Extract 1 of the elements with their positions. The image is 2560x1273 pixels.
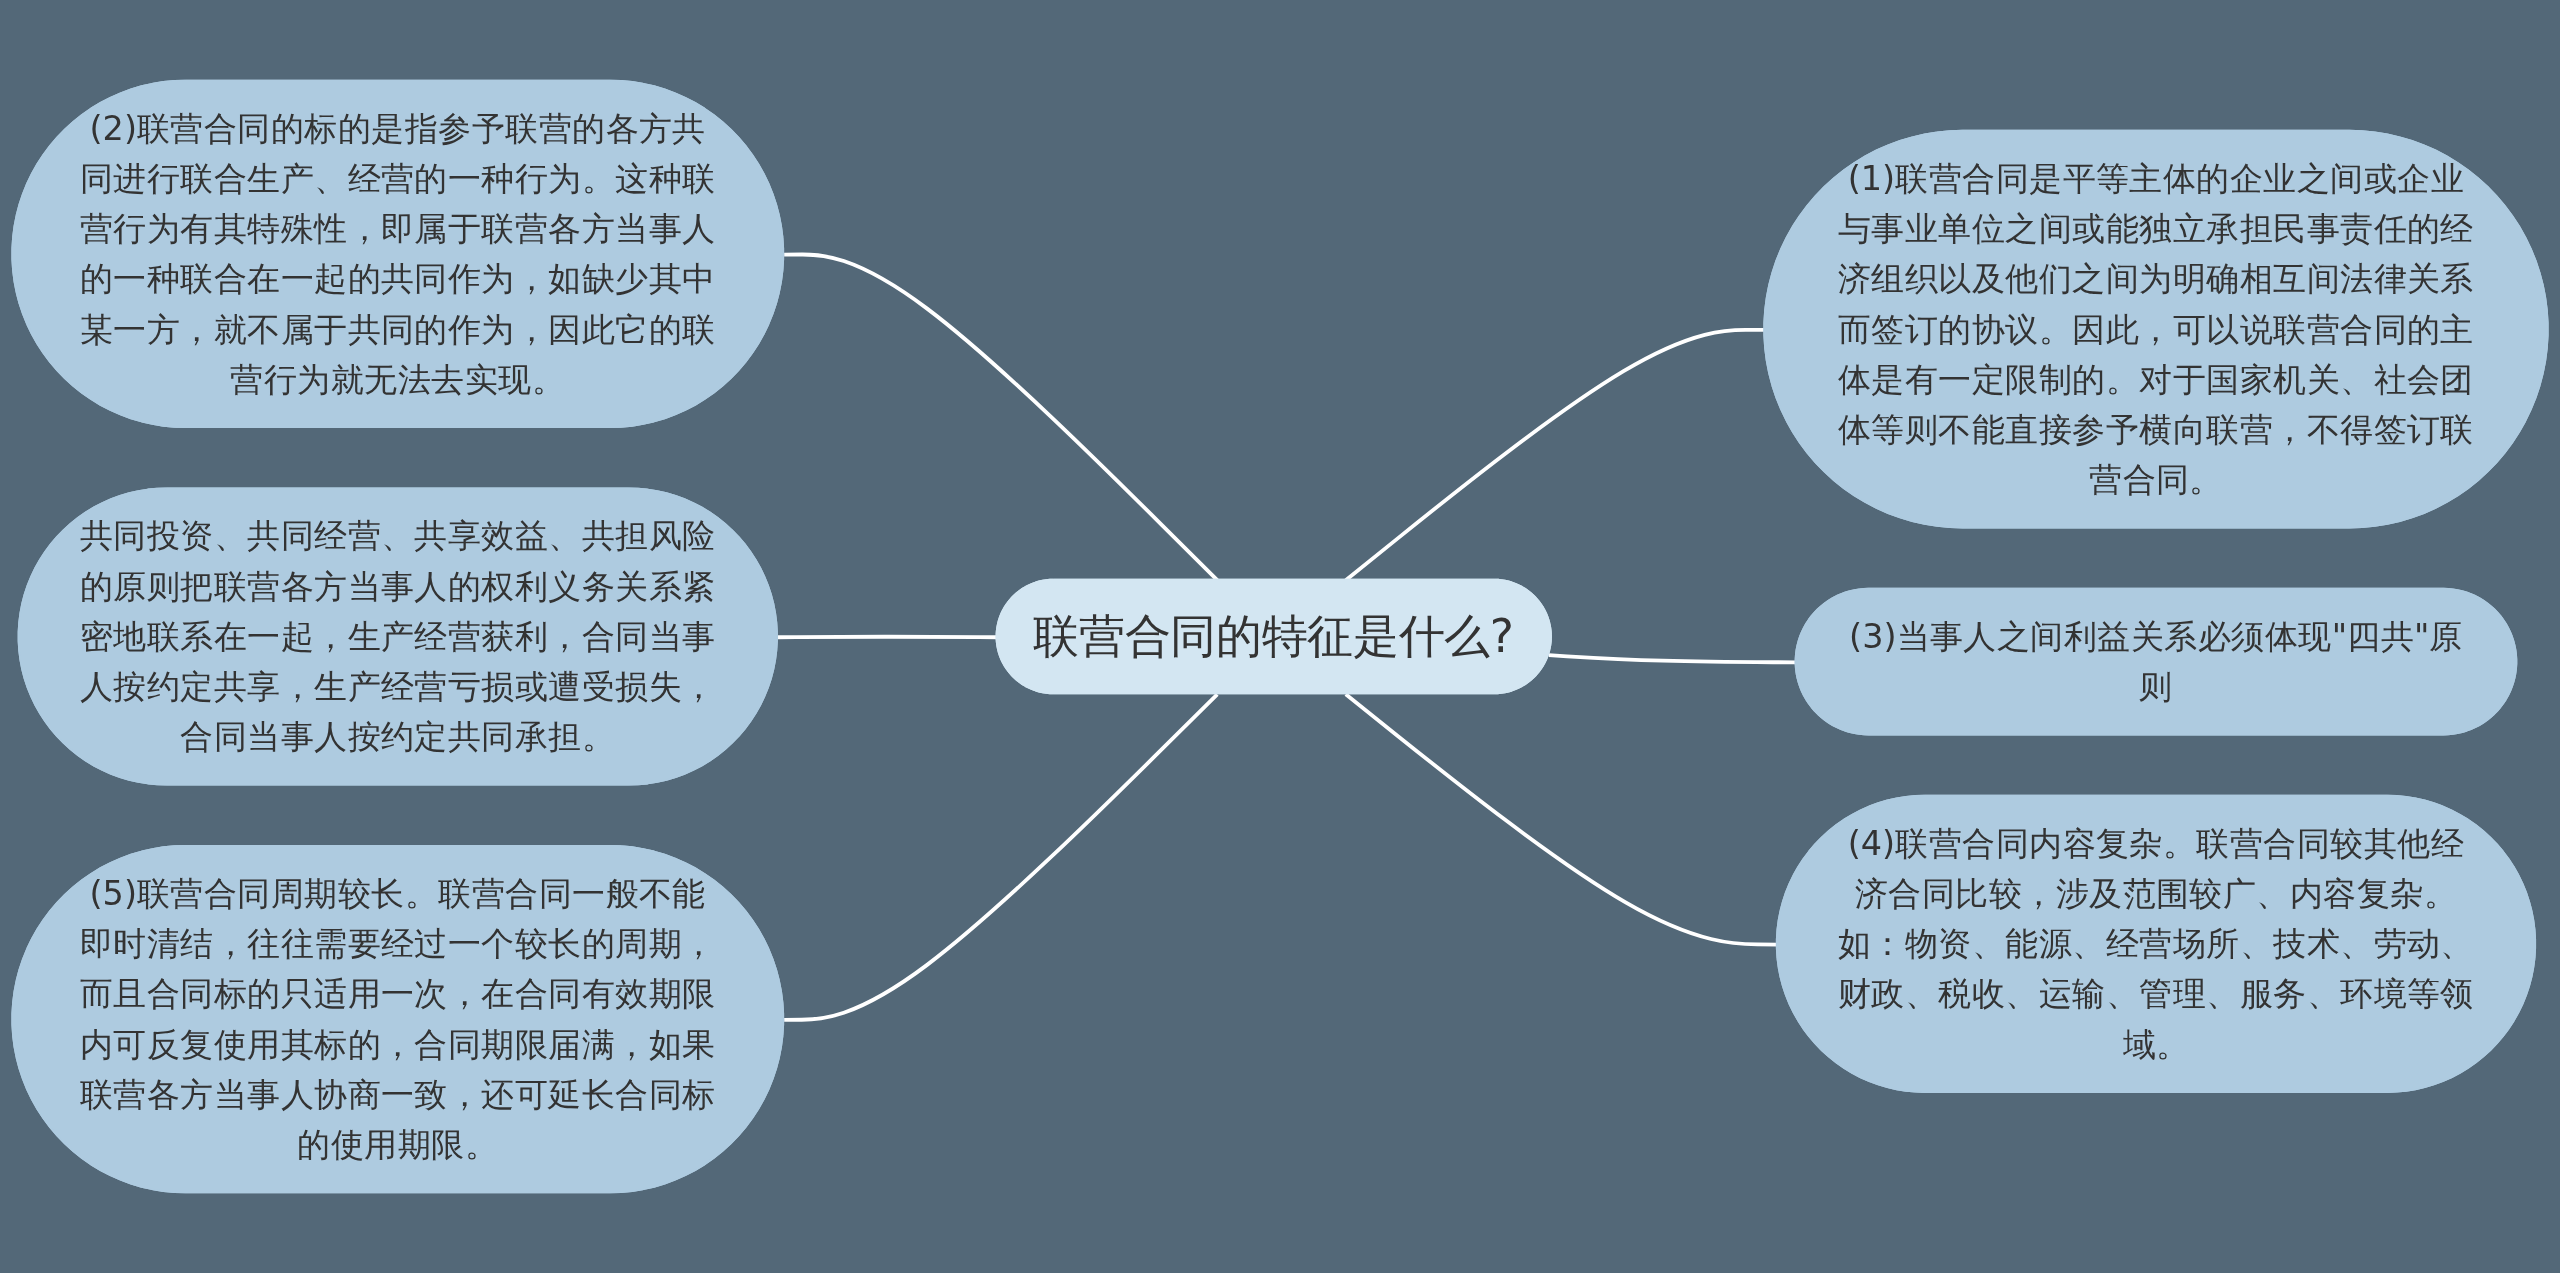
- connector: [784, 692, 1219, 1022]
